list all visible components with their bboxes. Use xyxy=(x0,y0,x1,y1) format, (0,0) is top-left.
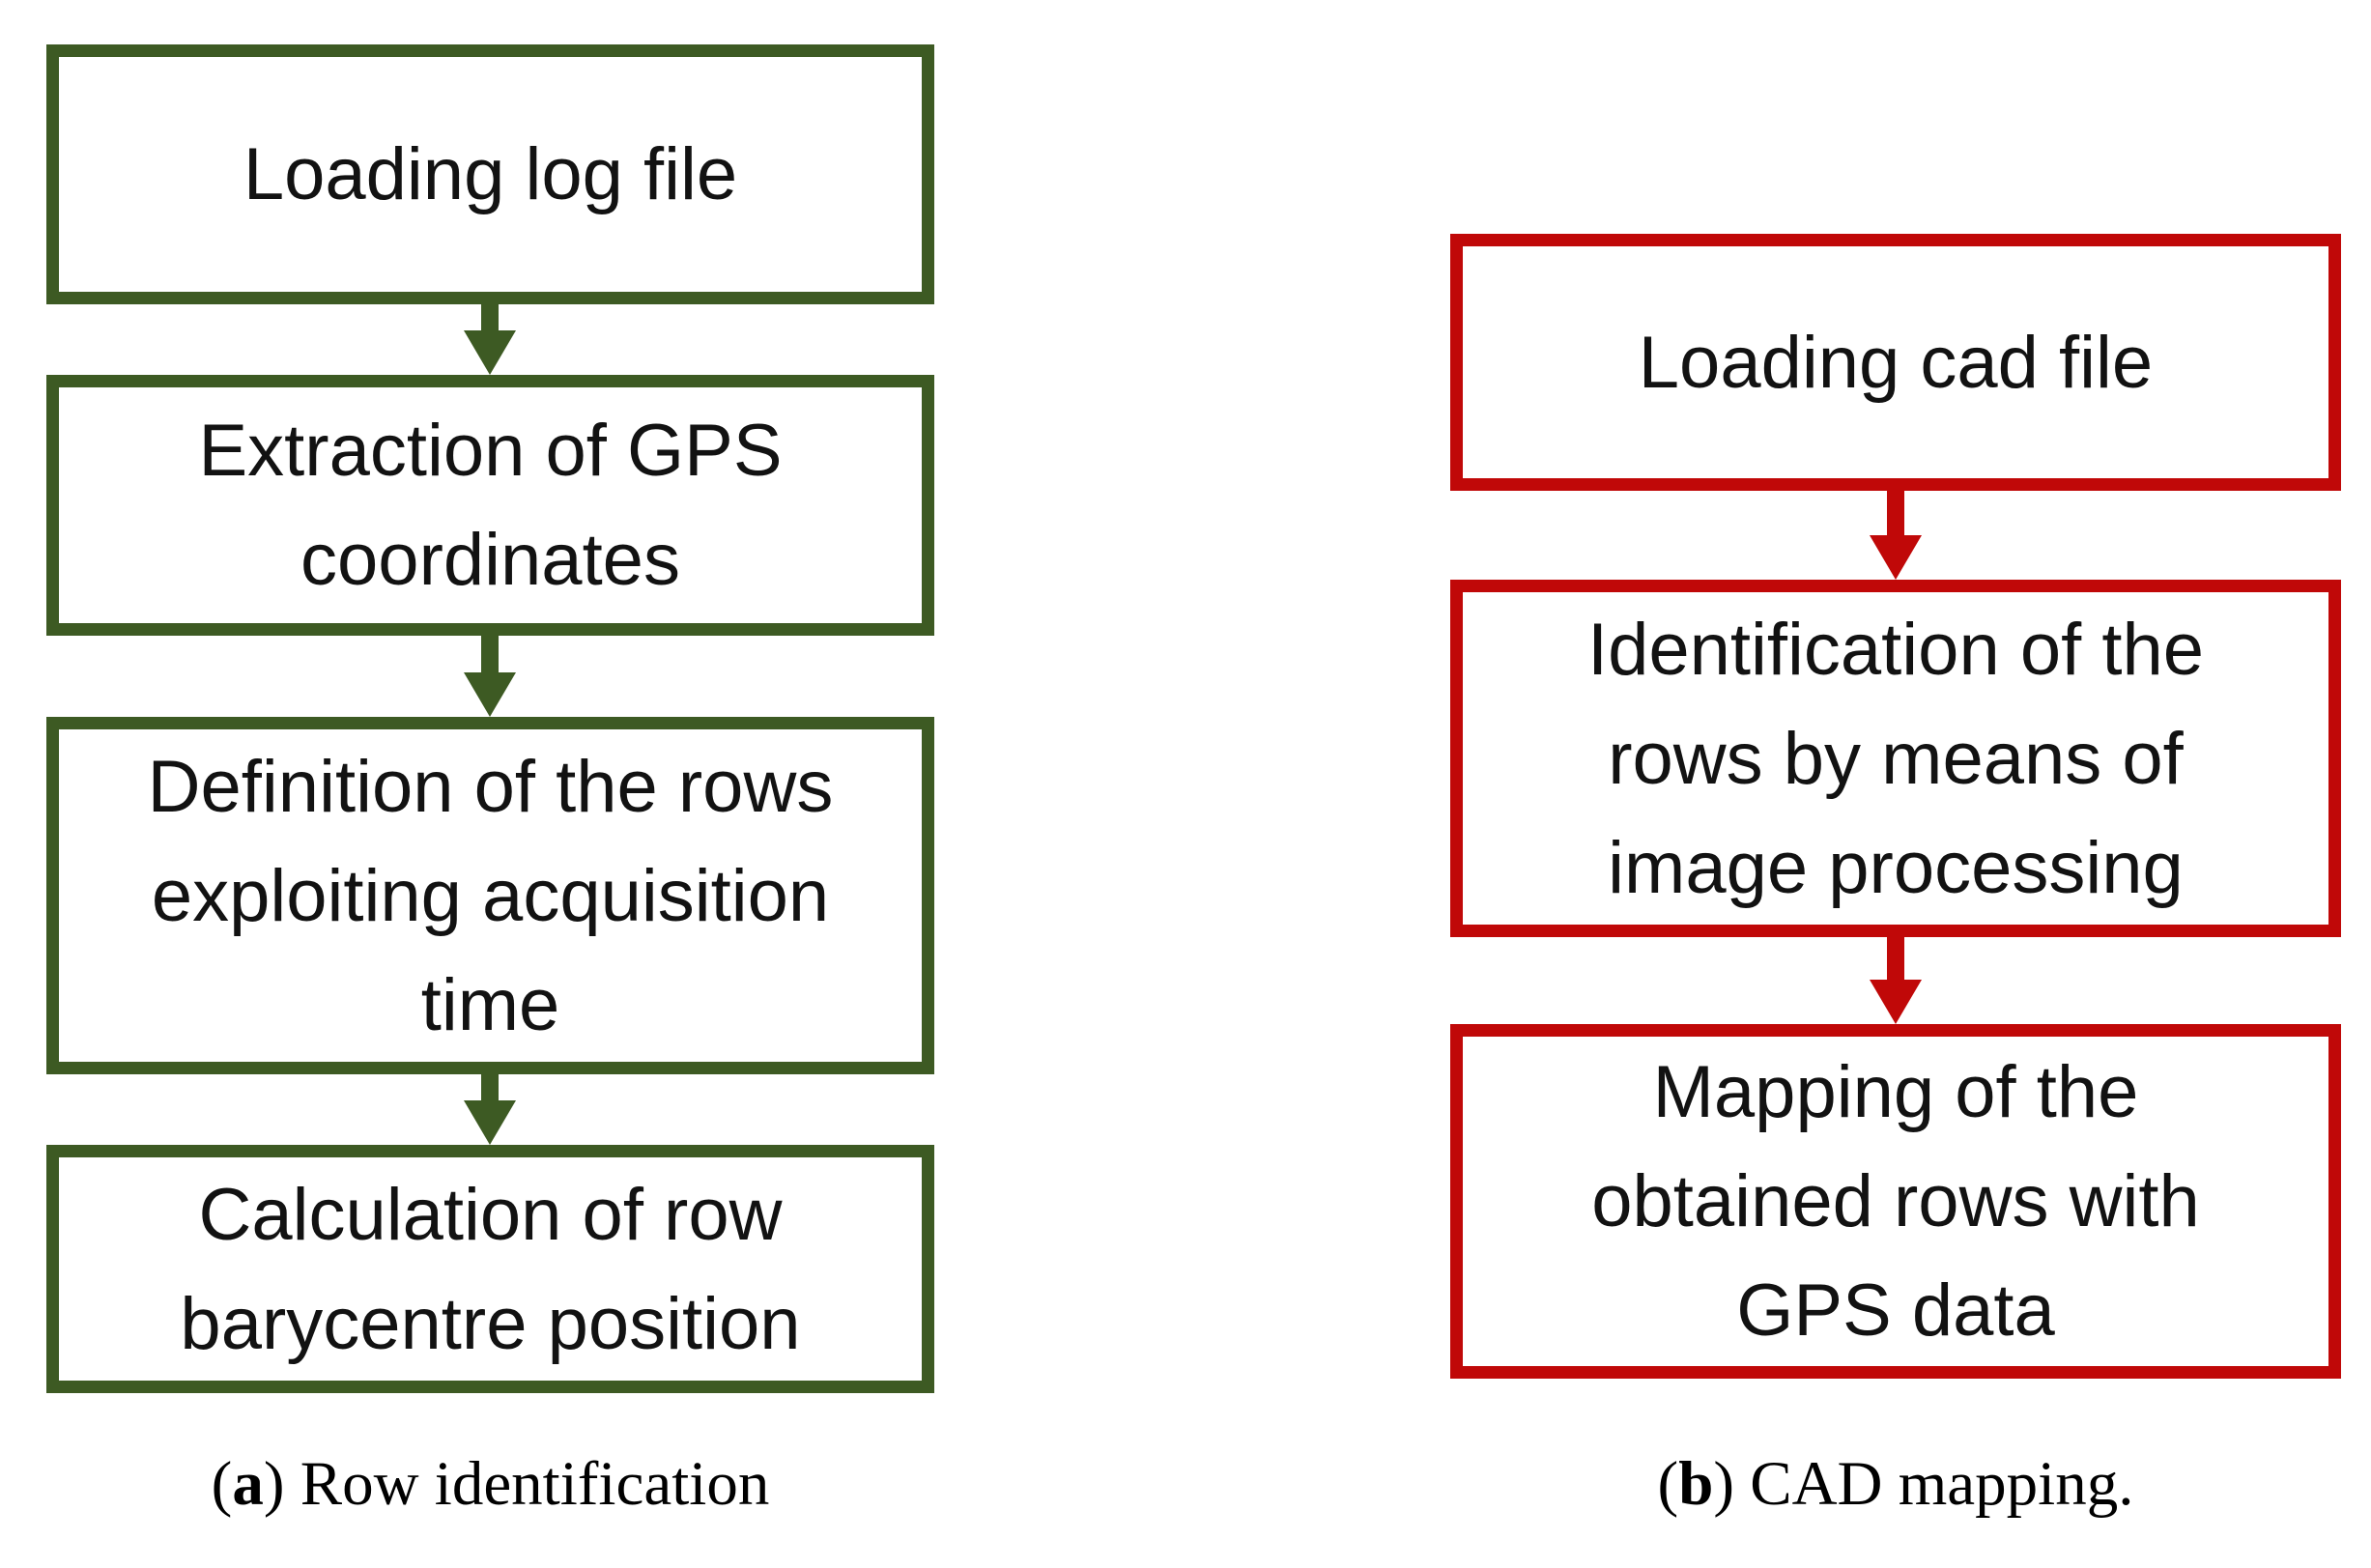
flow-step-label: Loading log file xyxy=(243,133,738,215)
arrow-head xyxy=(1870,535,1922,580)
arrow-head xyxy=(464,672,516,717)
flow-step-label: Calculation of row barycentre position xyxy=(180,1173,801,1365)
flow-step-calculation-barycentre: Calculation of row barycentre position xyxy=(46,1145,934,1393)
arrow-stem xyxy=(1887,937,1904,980)
arrow-head xyxy=(1870,980,1922,1024)
arrow-down-icon xyxy=(464,636,516,717)
flow-step-label: Extraction of GPS coordinates xyxy=(198,410,783,601)
flow-step-loading-log-file: Loading log file xyxy=(46,44,934,304)
flow-step-definition-rows: Definition of the rows exploiting acquis… xyxy=(46,717,934,1074)
arrow-stem xyxy=(1887,491,1904,535)
arrow-down-icon xyxy=(464,304,516,375)
arrow-down-icon xyxy=(1870,937,1922,1024)
flow-step-label: Identification of the rows by means of i… xyxy=(1587,608,2204,909)
arrow-head xyxy=(464,330,516,375)
arrow-stem xyxy=(481,636,499,672)
caption-a: (a) Row identification xyxy=(46,1441,934,1526)
flow-step-loading-cad-file: Loading cad file xyxy=(1450,234,2341,491)
caption-text: Row identification xyxy=(300,1449,770,1519)
arrow-down-icon xyxy=(464,1074,516,1145)
caption-text: CAD mapping. xyxy=(1750,1449,2134,1519)
caption-b: (b) CAD mapping. xyxy=(1450,1441,2341,1526)
flow-step-label: Definition of the rows exploiting acquis… xyxy=(147,745,834,1046)
arrow-head xyxy=(464,1100,516,1145)
arrow-stem xyxy=(481,304,499,330)
flow-step-mapping-rows-gps: Mapping of the obtained rows with GPS da… xyxy=(1450,1024,2341,1379)
arrow-stem xyxy=(481,1074,499,1100)
caption-label: (a) xyxy=(211,1449,285,1519)
flow-step-identification-rows: Identification of the rows by means of i… xyxy=(1450,580,2341,937)
arrow-down-icon xyxy=(1870,491,1922,580)
flow-step-label: Mapping of the obtained rows with GPS da… xyxy=(1591,1051,2200,1352)
flow-step-label: Loading cad file xyxy=(1638,321,2154,404)
caption-label: (b) xyxy=(1657,1449,1734,1519)
flow-step-extraction-gps: Extraction of GPS coordinates xyxy=(46,375,934,636)
